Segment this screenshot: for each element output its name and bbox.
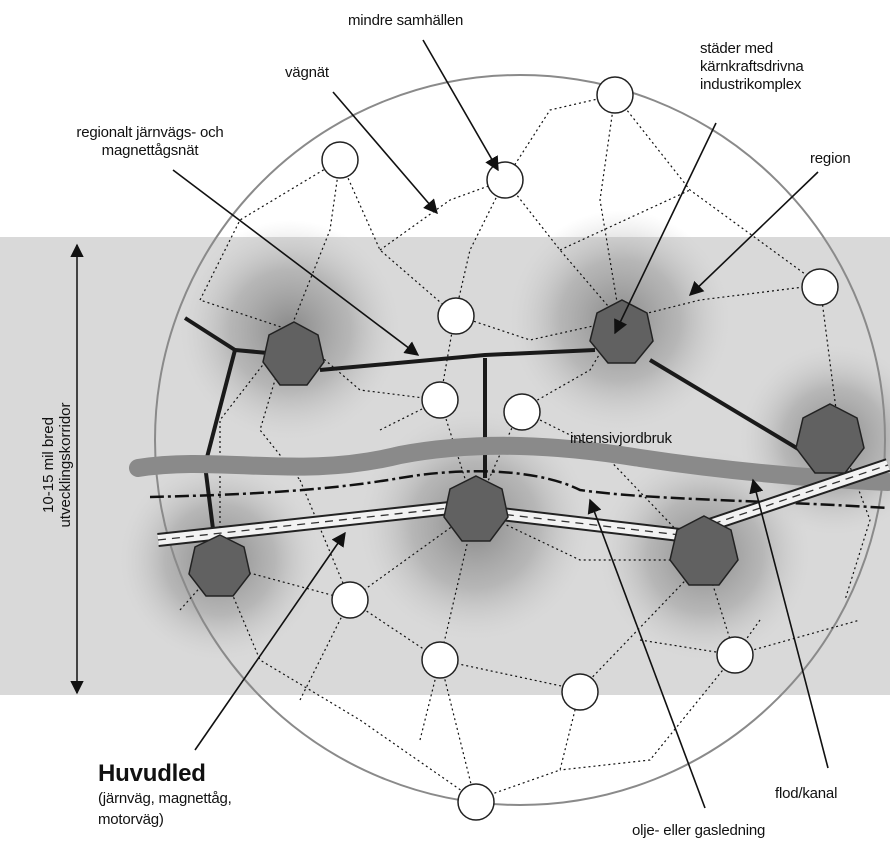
regional-rail xyxy=(183,316,802,546)
label-intensivjordbruk: intensivjordbruk xyxy=(570,430,672,447)
community-circle xyxy=(716,636,754,674)
arrow-stader xyxy=(614,122,717,335)
label-stader: städer med kärnkraftsdrivna industrikomp… xyxy=(700,40,804,94)
community-circle xyxy=(437,297,475,335)
community-circle xyxy=(561,673,599,711)
community-circle xyxy=(457,783,495,821)
label-huvudled: Huvudled (järnväg, magnettåg, motorväg) xyxy=(98,760,232,830)
label-huvudled-title: Huvudled xyxy=(98,760,206,787)
arrow-regionalt xyxy=(172,169,420,356)
community-circle xyxy=(421,381,459,419)
river xyxy=(129,436,890,491)
label-huvudled-sub1: (järnväg, magnettåg, xyxy=(98,790,232,807)
label-olje-gas: olje- eller gasledning xyxy=(632,822,766,839)
arrow-huvudled xyxy=(194,531,346,751)
small-communities xyxy=(321,76,839,821)
label-huvudled-sub2: motorväg) xyxy=(98,811,164,828)
arrow-mindre-samhallen xyxy=(422,39,499,172)
label-korridor-line1: 10-15 mil bred xyxy=(40,417,57,513)
label-regionalt: regionalt järnvägs- och magnettågsnät xyxy=(40,124,260,160)
arrow-vagnat xyxy=(332,91,438,215)
leader-arrows xyxy=(172,39,829,809)
community-circle xyxy=(596,76,634,114)
label-regionalt-line1: regionalt järnvägs- och xyxy=(76,124,224,141)
community-circle xyxy=(486,161,524,199)
pipeline xyxy=(149,470,889,510)
label-regionalt-line2: magnettågsnät xyxy=(101,142,199,159)
arrow-region xyxy=(688,171,819,296)
arrow-flod-kanal xyxy=(749,478,829,769)
label-korridor-line2: utvecklingskorridor xyxy=(57,402,74,528)
community-circle xyxy=(801,268,839,306)
region-circle xyxy=(154,74,886,806)
city-heptagon xyxy=(443,475,509,542)
community-circle xyxy=(421,641,459,679)
city-heptagon xyxy=(188,534,251,597)
label-stader-line2: kärnkraftsdrivna xyxy=(700,58,804,75)
label-stader-line3: industrikomplex xyxy=(700,76,802,93)
arrow-olje-gas xyxy=(587,498,706,809)
label-vagnat: vägnät xyxy=(285,64,329,81)
community-circle xyxy=(331,581,369,619)
label-stader-line1: städer med xyxy=(700,40,774,57)
label-flod-kanal: flod/kanal xyxy=(775,785,838,802)
city-heptagon xyxy=(262,321,325,386)
label-region: region xyxy=(810,150,851,167)
label-korridor: 10-15 mil bred utvecklingskorridor xyxy=(40,370,76,560)
city-heptagon xyxy=(795,403,865,474)
city-heptagon xyxy=(669,515,739,586)
community-circle xyxy=(321,141,359,179)
label-mindre-samhallen: mindre samhällen xyxy=(348,12,464,29)
main-route xyxy=(157,458,890,547)
community-circle xyxy=(503,393,541,431)
